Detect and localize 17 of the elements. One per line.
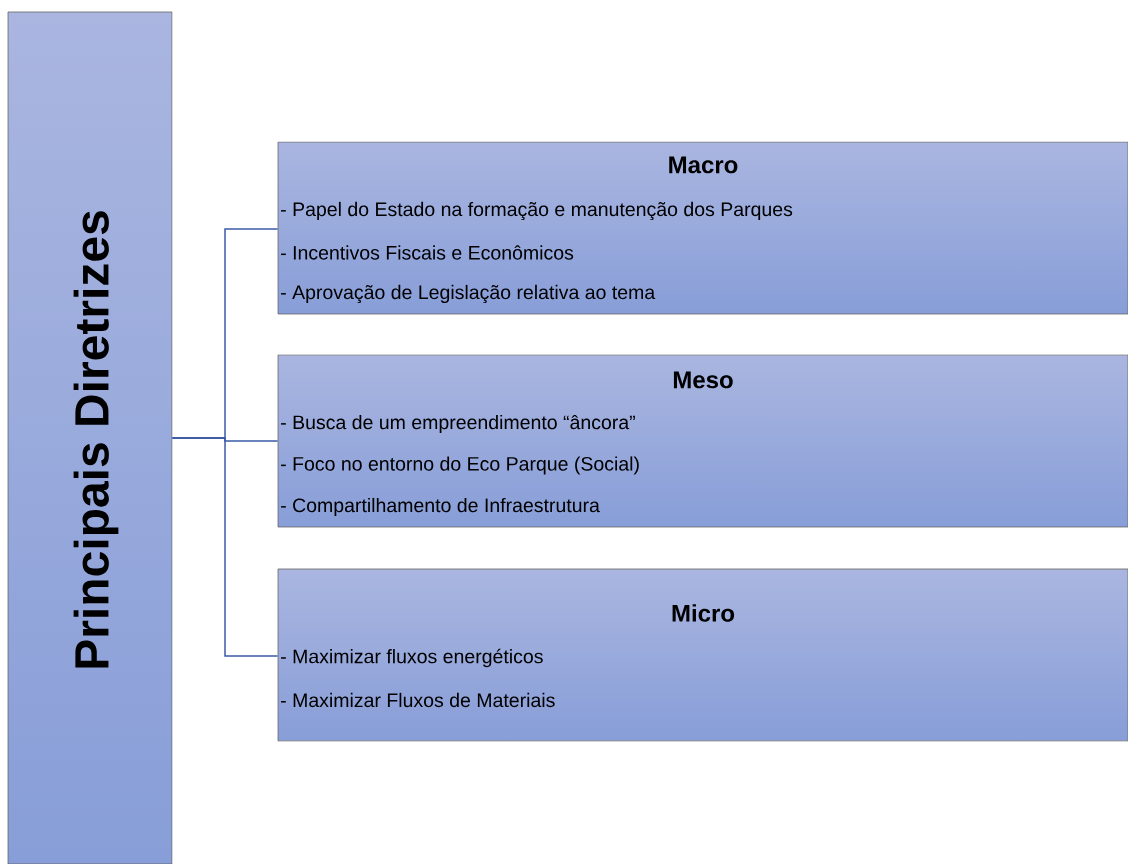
list-item: - Maximizar Fluxos de Materiais <box>281 692 555 708</box>
list-item: - Papel do Estado na formação e manutenção dos Parques <box>281 201 793 221</box>
list-item: - Foco no entorno do Eco Parque (Social) <box>281 456 639 475</box>
list-box <box>277 568 1128 742</box>
box-heading: Meso <box>673 371 733 389</box>
list-item: - Aprovação de Legislação relativa ao tema <box>281 284 656 304</box>
list-item: - Compartilhamento de Infraestrutura <box>281 497 600 517</box>
list-item: - Incentivos Fiscais e Econômicos <box>281 245 574 260</box>
title-bar <box>7 11 173 864</box>
list-item: - Maximizar fluxos energéticos <box>281 648 543 668</box>
connector-line <box>171 437 279 657</box>
vertical-title: Principais Diretrizes <box>73 211 119 668</box>
box-heading: Macro <box>669 156 738 174</box>
list-item: - Busca de um empreendimento “âncora” <box>281 414 635 434</box>
list-box <box>277 141 1128 315</box>
list-box <box>277 354 1128 528</box>
box-heading: Micro <box>672 604 735 622</box>
